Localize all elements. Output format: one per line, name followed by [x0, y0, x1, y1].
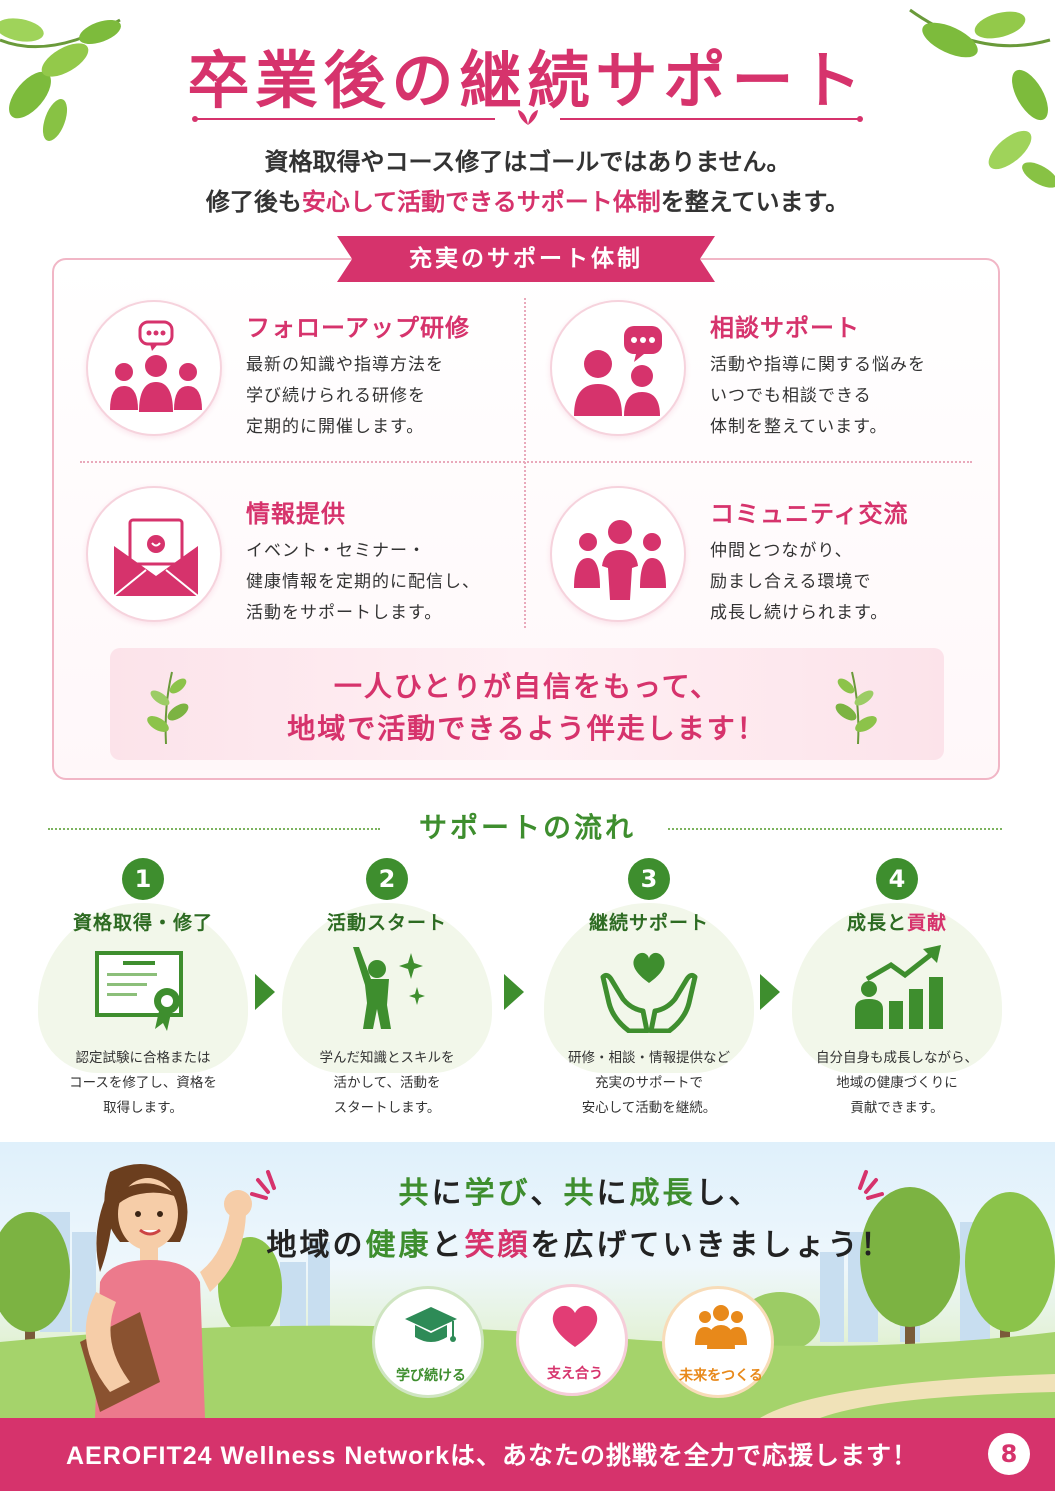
feature-description: 最新の知識や指導方法を 学び続けられる研修を 定期的に開催します。 [246, 355, 444, 437]
intro-highlight: 安心して活動できるサポート体制 [301, 188, 661, 216]
vertical-divider [524, 298, 526, 628]
park-scene-illustration [0, 1142, 1055, 1418]
cheering-person-icon [353, 947, 425, 1029]
step-number: 2 [366, 858, 408, 900]
feature-title: 相談サポート [710, 314, 860, 342]
step-arrow-icon [504, 974, 524, 1010]
step-name: 継続サポート [588, 912, 709, 934]
step-name: 成長と貢献 [846, 912, 948, 934]
step-number: 3 [628, 858, 670, 900]
feature-title: フォローアップ研修 [246, 314, 471, 342]
encouragement-banner: 一人ひとりが自信をもって、 地域で活動できるよう伴走します！ [110, 648, 944, 760]
hands-heart-icon [600, 952, 698, 1033]
page-number: 8 [988, 1433, 1030, 1475]
badge-label: 未来をつくる [679, 1368, 763, 1384]
leaves-top-left-decoration [0, 18, 121, 141]
sprout-icon [518, 110, 538, 125]
woman-illustration [80, 1164, 252, 1418]
feature-description: 活動や指導に関する悩みを いつでも相談できる 体制を整えています。 [710, 355, 926, 437]
badge-build-future: 未来をつくる [662, 1286, 774, 1398]
flow-step-3: 3 継続サポート 研修・相談・情報提供など 充実のサポートで 安心して活動を継続… [544, 858, 754, 1148]
step-arrow-icon [255, 974, 275, 1010]
heart-icon [552, 1305, 598, 1347]
flow-title-rule-right [668, 828, 1002, 830]
badge-keep-learning: 学び続ける [372, 1286, 484, 1398]
slogan-line-2: 地域の健康と笑顔を広げていきましょう！ [266, 1228, 894, 1263]
page-title: 卒業後の継続サポート [187, 44, 868, 117]
feature-follow-up-training: フォローアップ研修 最新の知識や指導方法を 学び続けられる研修を 定期的に開催し… [86, 300, 516, 450]
step-number: 1 [122, 858, 164, 900]
step-description: 自分自身も成長しながら、 地域の健康づくりに 貢献できます。 [816, 1050, 978, 1116]
step-name: 活動スタート [326, 912, 447, 934]
feature-icon-circle [86, 300, 222, 436]
feature-icon-circle [550, 486, 686, 622]
feature-community: コミュニティ交流 仲間とつながり、 励まし合える環境で 成長し続けられます。 [550, 486, 980, 636]
encouragement-text: 一人ひとりが自信をもって、 地域で活動できるよう伴走します！ [287, 670, 767, 745]
step-arrow-icon [760, 974, 780, 1010]
footer-bar: AEROFIT24 Wellness Networkは、あなたの挑戦を全力で応援… [0, 1418, 1055, 1491]
feature-information: 情報提供 イベント・セミナー・ 健康情報を定期的に配信し、 活動をサポートします… [86, 486, 516, 636]
feature-consultation-support: 相談サポート 活動や指導に関する悩みを いつでも相談できる 体制を整えています。 [550, 300, 980, 450]
leaves-top-right-decoration [909, 8, 1055, 188]
step-number: 4 [876, 858, 918, 900]
badge-label: 支え合う [547, 1366, 603, 1382]
envelope-icon [113, 518, 199, 597]
flow-step-1: 1 資格取得・修了 認定試験に合格または コースを修了し、資格を 取得します。 [38, 858, 248, 1148]
slogan: 共に学び、共に成長し、 地域の健康と笑顔を広げていきましょう！ [200, 1168, 960, 1272]
community-icon [574, 520, 666, 600]
feature-title: コミュニティ交流 [710, 500, 909, 528]
step-description: 学んだ知識とスキルを 活かして、活動を スタートします。 [319, 1050, 455, 1116]
intro-line-2: 修了後も安心して活動できるサポート体制を整えています。 [205, 188, 850, 216]
step-description: 認定試験に合格または コースを修了し、資格を 取得します。 [69, 1050, 217, 1116]
horizontal-divider [80, 461, 972, 463]
park-background-illustration [0, 1164, 1055, 1418]
badge-label: 学び続ける [396, 1368, 466, 1384]
flow-title: サポートの流れ [418, 811, 636, 844]
feature-title: 情報提供 [246, 500, 346, 528]
step-name: 資格取得・修了 [72, 912, 213, 934]
feature-description: 仲間とつながり、 励まし合える環境で 成長し続けられます。 [710, 541, 889, 623]
slogan-line-1: 共に学び、共に成長し、 [398, 1176, 762, 1211]
consultation-icon [574, 326, 662, 416]
leaf-sprig-icon [147, 671, 189, 745]
badge-support-each-other: 支え合う [516, 1284, 628, 1396]
people-icon [695, 1305, 747, 1349]
step-description: 研修・相談・情報提供など 充実のサポートで 安心して活動を継続。 [568, 1050, 730, 1116]
feature-icon-circle [86, 486, 222, 622]
growth-chart-icon [855, 945, 943, 1029]
support-ribbon: 充実のサポート体制 [337, 236, 715, 282]
feature-description: イベント・セミナー・ 健康情報を定期的に配信し、 活動をサポートします。 [246, 541, 480, 623]
feature-icon-circle [550, 300, 686, 436]
intro-line-1: 資格取得やコース修了はゴールではありません。 [264, 148, 791, 176]
footer-text: AEROFIT24 Wellness Networkは、あなたの挑戦を全力で応援… [66, 1442, 918, 1470]
title-divider [192, 110, 863, 125]
flow-title-rule-left [48, 828, 380, 830]
certificate-icon [95, 951, 183, 1031]
group-chat-icon [110, 320, 202, 412]
flow-step-2: 2 活動スタート 学んだ知識とスキルを 活かして、活動を スタートします。 [282, 858, 492, 1148]
graduation-cap-icon [405, 1307, 457, 1342]
leaf-sprig-icon [835, 671, 877, 745]
flow-step-4: 4 成長と貢献 自分自身も成長しながら、 地域の健康づくりに 貢献できます。 [792, 858, 1002, 1148]
intro-text: 資格取得やコース修了はゴールではありません。 修了後も安心して活動できるサポート… [0, 142, 1055, 222]
